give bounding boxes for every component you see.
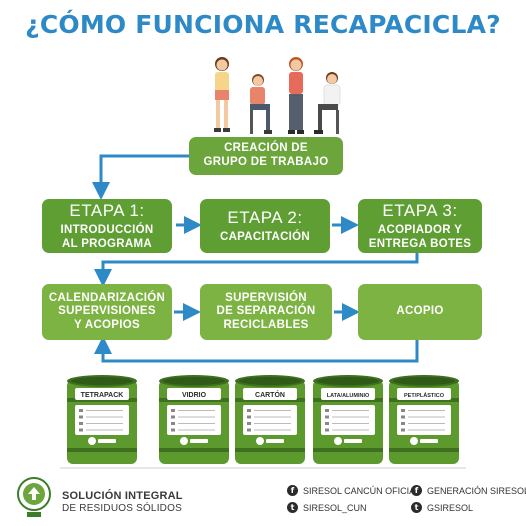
twitter-icon: t [411,502,422,513]
org-name-line1: SOLUCIÓN INTEGRAL [62,490,183,502]
stage-2-title: ETAPA 2: [227,207,303,227]
step-collection-text: ACOPIO [396,305,444,318]
barrel-1: TETRAPACK [67,375,137,464]
step-scheduling-text: CALENDARIZACIÓN SUPERVISIONES Y ACOPIOS [48,291,166,331]
page-title: ¿CÓMO FUNCIONA RECAPACICLA? [25,10,501,39]
barrel-label: VIDRIO [182,392,207,399]
step-team-creation: CREACIÓN DE GRUPO DE TRABAJO [189,137,343,175]
barrel-label: LATA/ALUMINIO [327,393,370,399]
social-twitter-1-label: SIRESOL_CUN [303,502,367,513]
social-facebook-2-label: GENERACIÓN SIRESOL [427,485,526,496]
person-standing-left [214,57,230,132]
barrel-label: CARTÓN [255,390,285,399]
social-facebook-1-label: SIRESOL CANCÚN OFICIAL [303,485,421,496]
barrel-4: LATA/ALUMINIO [313,375,383,464]
stage-1-title: ETAPA 1: [69,200,145,220]
social-twitter-1[interactable]: t SIRESOL_CUN [287,502,367,513]
arrow-top-to-stage1 [92,154,189,200]
step-collection: ACOPIO [358,284,482,340]
step-supervision-text: SUPERVISIÓN DE SEPARACIÓN RECICLABLES [216,291,316,331]
organization-block: SOLUCIÓN INTEGRAL DE RESIDUOS SÓLIDOS [14,476,214,520]
twitter-icon: t [287,502,298,513]
facebook-icon: f [287,485,298,496]
barrel-3: CARTÓN [235,375,305,464]
facebook-icon: f [411,485,422,496]
stage-1-box: ETAPA 1: INTRODUCCIÓN AL PROGRAMA [42,199,172,253]
step-supervision: SUPERVISIÓN DE SEPARACIÓN RECICLABLES [200,284,332,340]
arrow-stage3-to-row2 [94,252,419,287]
social-facebook-1[interactable]: f SIRESOL CANCÚN OFICIAL [287,485,420,496]
barrel-2: VIDRIO [159,375,229,464]
social-facebook-2[interactable]: f GENERACIÓN SIRESOL [411,485,526,496]
barrel-label: TETRAPACK [81,392,124,399]
barrel-label: PET/PLÁSTICO [404,392,445,399]
social-twitter-2[interactable]: t GSIRESOL [411,502,473,513]
siresol-logo-icon [17,477,51,517]
stage-2-box: ETAPA 2: CAPACITACIÓN [200,199,330,253]
stage-3-title: ETAPA 3: [382,200,458,220]
person-seated-left [250,74,272,134]
stage-2-text: CAPACITACIÓN [219,230,311,243]
org-name-line2: DE RESIDUOS SÓLIDOS [62,503,182,514]
team-illustration [214,57,341,134]
arrow-loop-back [94,336,419,363]
social-twitter-2-label: GSIRESOL [427,502,474,513]
stage-1-text: INTRODUCCIÓN AL PROGRAMA [60,223,154,250]
barrel-5: PET/PLÁSTICO [389,375,459,464]
step-team-creation-label: CREACIÓN DE GRUPO DE TRABAJO [203,142,329,168]
person-seated-right [314,72,341,134]
stage-3-text: ACOPIADOR Y ENTREGA BOTES [368,223,472,250]
recycling-barrels: TETRAPACK VIDRIO CARTÓN LATA/ALUMINIO PET/PL… [60,375,466,469]
step-scheduling: CALENDARIZACIÓN SUPERVISIONES Y ACOPIOS [42,284,172,340]
person-standing-center [288,57,304,134]
stage-3-box: ETAPA 3: ACOPIADOR Y ENTREGA BOTES [358,199,482,253]
